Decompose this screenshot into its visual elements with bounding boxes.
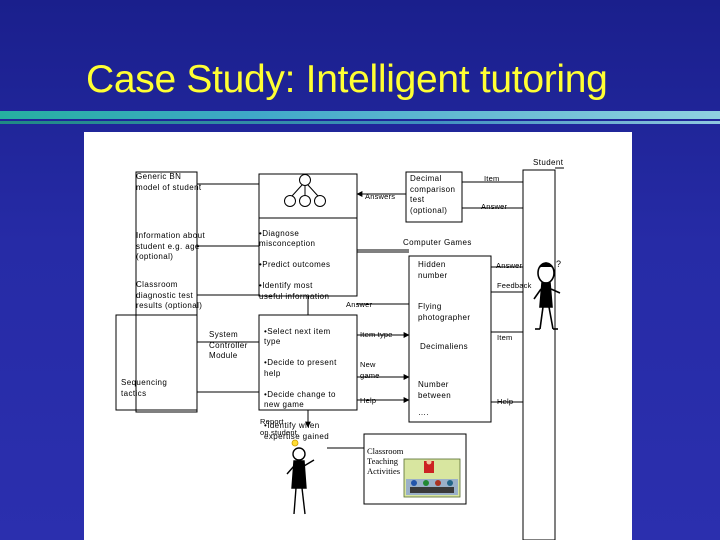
sequencing-label: Sequencing tactics xyxy=(121,378,168,398)
answers-label: Answers xyxy=(365,192,396,201)
item-label-1: Item xyxy=(484,174,500,183)
teacher-figure-icon xyxy=(286,439,315,515)
inputs-frame xyxy=(135,171,198,413)
student-column xyxy=(522,169,556,540)
diagnose-label: Diagnose misconception xyxy=(259,228,316,249)
classroom-scene-icon xyxy=(403,458,461,498)
classroom-test-label: Classroom diagnostic test results (optio… xyxy=(136,280,203,310)
bn-network-icon xyxy=(284,174,326,207)
decide-help-label: Decide to present help xyxy=(264,358,337,378)
identify-expertise-label: Identify when expertise gained xyxy=(264,421,330,441)
flying-photographer-label: Flying photographer xyxy=(418,302,471,322)
answer-label-2: Answer xyxy=(496,261,523,270)
slide-title: Case Study: Intelligent tutoring xyxy=(86,58,608,101)
decimal-test-label: Decimal comparison test (optional) xyxy=(410,174,456,215)
hidden-number-label: Hidden number xyxy=(418,260,448,280)
decimaliens-label: Decimaliens xyxy=(420,342,468,351)
controller-frame xyxy=(115,314,198,411)
predict-label: Predict outcomes xyxy=(262,260,331,269)
decide-change-label: Decide change to new game xyxy=(264,389,336,410)
student-figure-icon: ? xyxy=(533,259,561,330)
ellipsis-label: …. xyxy=(418,408,430,417)
svg-text:?: ? xyxy=(556,259,561,269)
decimal-test-box xyxy=(405,171,463,223)
select-next-label: Select next item type xyxy=(264,326,331,347)
diagram-lines xyxy=(115,167,564,540)
system-controller-label: System Controller Module xyxy=(209,330,248,360)
report-label: Report on student xyxy=(260,417,298,437)
help-label-1: Help xyxy=(360,396,377,405)
help-label-2: Help xyxy=(497,397,514,406)
diagram-panel: ? Student Generic BN model of student An… xyxy=(84,132,632,540)
computer-games-box xyxy=(408,255,492,423)
answer-label-3: Answer xyxy=(346,300,373,309)
number-between-label: Number between xyxy=(418,380,452,400)
classroom-activities-box xyxy=(363,433,467,505)
student-label: Student xyxy=(533,158,564,167)
item-label-2: Item xyxy=(497,333,513,342)
bn-tasks-list: •Diagnose misconception •Predict outcome… xyxy=(259,228,331,301)
title-divider xyxy=(0,111,720,119)
computer-games-label: Computer Games xyxy=(403,238,472,247)
controller-tasks-list: •Select next item type •Decide to presen… xyxy=(264,326,337,441)
identify-info-label: Identify most useful information xyxy=(259,281,330,301)
classroom-teaching-label: Classroom Teaching Activities xyxy=(367,446,404,476)
info-student-label: Information about student e.g. age (opti… xyxy=(136,231,206,261)
answer-label-1: Answer xyxy=(481,202,508,211)
feedback-label: Feedback xyxy=(497,281,532,290)
generic-bn-label: Generic BN model of student xyxy=(136,172,202,192)
title-divider-thin xyxy=(0,121,720,124)
new-game-label: New game xyxy=(360,360,380,380)
item-type-label: Item type xyxy=(360,330,393,339)
